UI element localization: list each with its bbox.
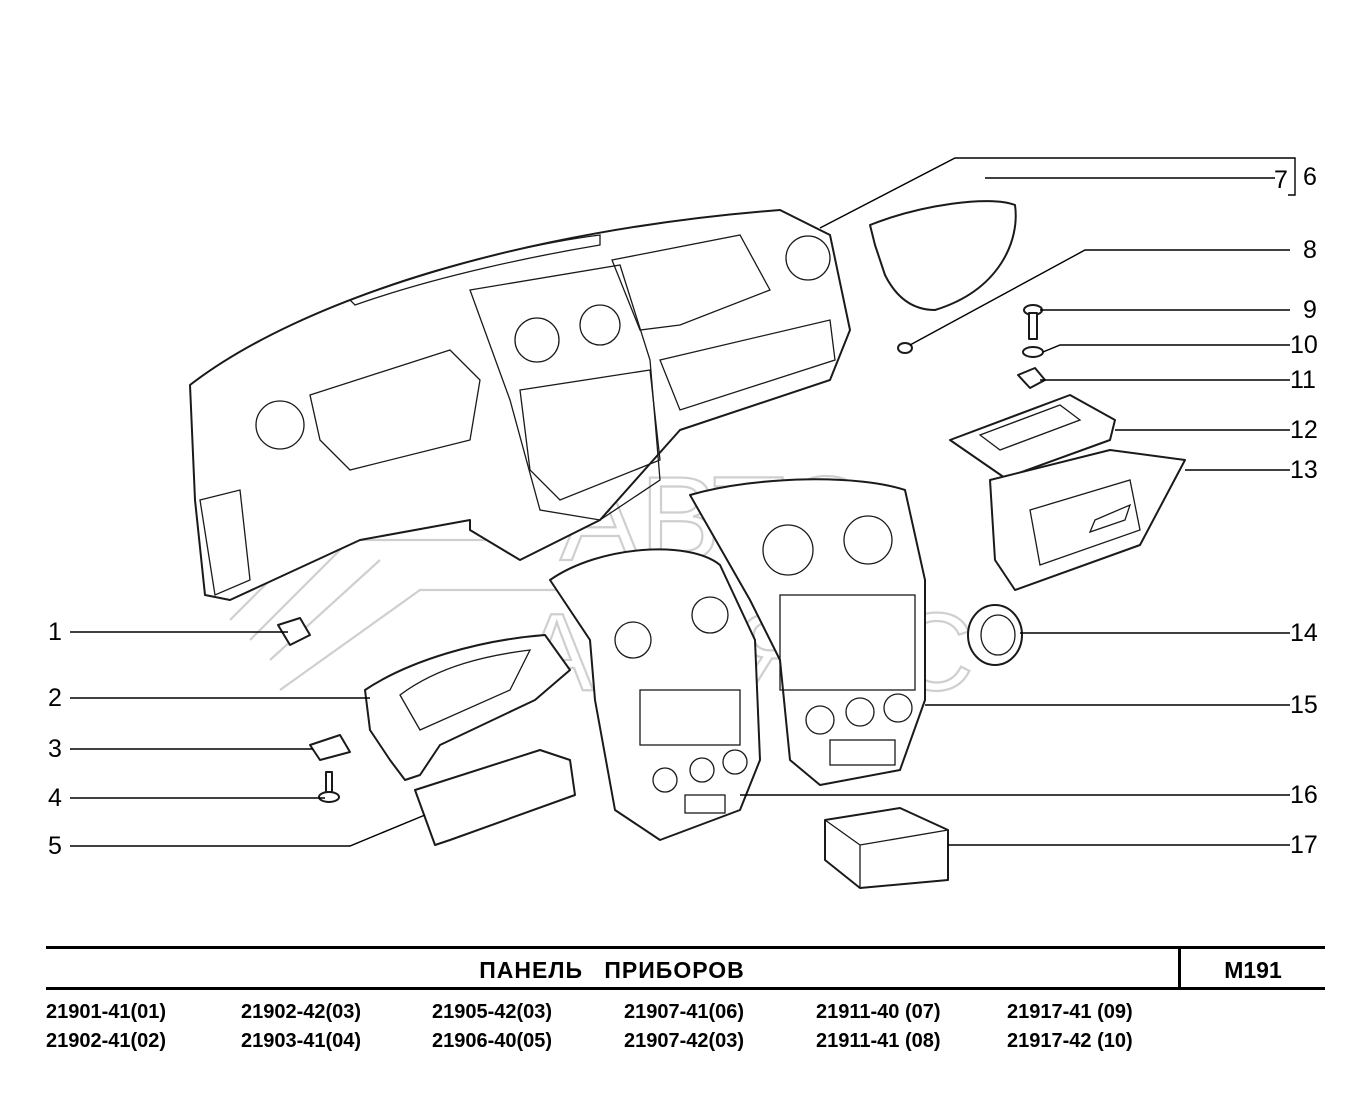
callout-4: 4 xyxy=(48,784,62,812)
steering-column-cover xyxy=(414,749,576,846)
callout-7: 7 xyxy=(1274,166,1288,194)
callout-1: 1 xyxy=(48,618,62,646)
model-list: 21901-41(01) 21902-41(02) 21902-42(03) 2… xyxy=(46,1001,1246,1061)
model-code: 21911-41 (08) xyxy=(816,1030,941,1052)
model-code: 21906-40(05) xyxy=(432,1030,553,1052)
model-code: 21905-42(03) xyxy=(432,1001,553,1023)
air-vent xyxy=(967,604,1023,666)
callout-12: 12 xyxy=(1290,416,1318,444)
title-block: ПАНЕЛЬ ПРИБОРОВ М191 xyxy=(46,946,1325,990)
parts-diagram: АВТО АЛЬЯНС xyxy=(70,157,1296,889)
center-console-trim xyxy=(689,478,926,786)
callout-6: 6 xyxy=(1303,163,1317,191)
callout-8: 8 xyxy=(1303,236,1317,264)
callout-13: 13 xyxy=(1290,456,1318,484)
model-code: 21917-41 (09) xyxy=(1007,1001,1133,1023)
callout-3: 3 xyxy=(48,735,62,763)
model-code: 21902-42(03) xyxy=(241,1001,362,1023)
cluster-hood xyxy=(364,634,571,781)
callout-2: 2 xyxy=(48,684,62,712)
model-code: 21902-41(02) xyxy=(46,1030,167,1052)
clip-1 xyxy=(277,617,311,646)
callout-17: 17 xyxy=(1290,831,1318,859)
leader-lines xyxy=(70,157,1296,847)
model-code: 21907-41(06) xyxy=(624,1001,745,1023)
console-frame xyxy=(549,548,761,841)
model-code: 21917-42 (10) xyxy=(1007,1030,1133,1052)
callout-10: 10 xyxy=(1290,331,1318,359)
callout-15: 15 xyxy=(1290,691,1318,719)
washer xyxy=(1022,346,1044,358)
model-code: 21901-41(01) xyxy=(46,1001,167,1023)
callout-16: 16 xyxy=(1290,781,1318,809)
clip-11 xyxy=(1017,367,1046,389)
page-title: ПАНЕЛЬ ПРИБОРОВ xyxy=(479,957,745,983)
storage-pocket xyxy=(824,807,949,889)
model-code: 21907-42(03) xyxy=(624,1030,745,1052)
screw-4 xyxy=(318,771,340,803)
callout-14: 14 xyxy=(1290,619,1318,647)
instrument-panel-body xyxy=(189,209,851,601)
model-code: 21903-41(04) xyxy=(241,1030,362,1052)
diagram-code: М191 xyxy=(1224,957,1282,983)
plug xyxy=(897,342,913,354)
screw-9 xyxy=(1023,304,1043,340)
title-divider xyxy=(1178,949,1181,987)
model-code: 21911-40 (07) xyxy=(816,1001,941,1023)
callout-5: 5 xyxy=(48,832,62,860)
callout-9: 9 xyxy=(1303,296,1317,324)
airbag-cover xyxy=(869,200,1017,311)
callout-11: 11 xyxy=(1290,366,1316,394)
clip-3 xyxy=(309,734,351,761)
